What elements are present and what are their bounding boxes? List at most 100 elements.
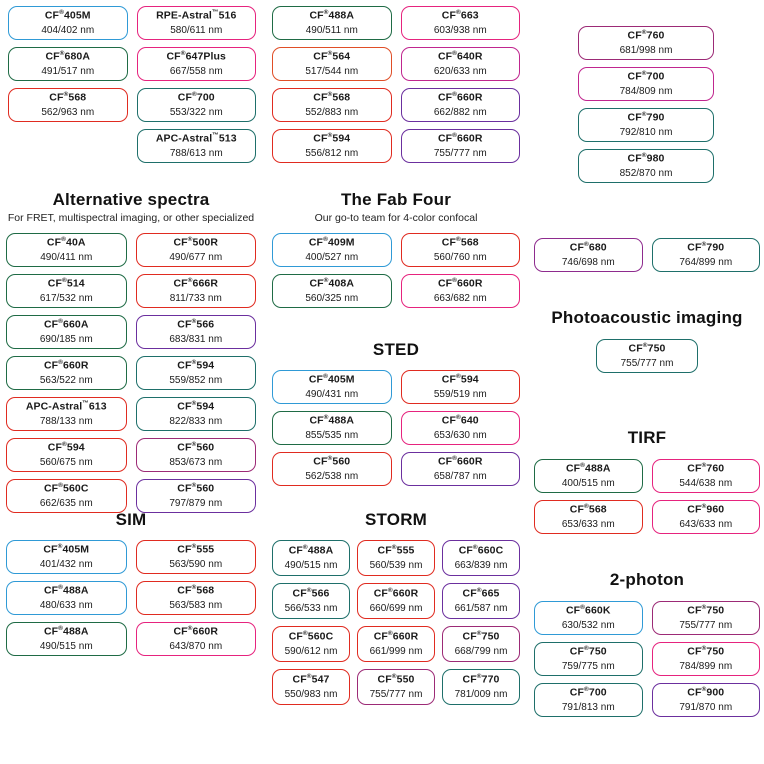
dye-wavelengths: 855/535 nm: [305, 429, 359, 441]
dye-name: CF®550: [377, 673, 415, 686]
dye-name: CF®660R: [437, 132, 483, 145]
dye-name: CF®680A: [45, 50, 91, 63]
dye-wavelengths: 563/522 nm: [39, 374, 93, 386]
dye-name: CF®488A: [288, 544, 334, 557]
dye-pill[interactable]: CF®488A 490/515 nm: [272, 540, 350, 576]
dye-name: CF®488A: [43, 584, 89, 597]
dye-name: CF®488A: [309, 414, 355, 427]
dye-name: CF®560: [177, 441, 215, 454]
dye-wavelengths: 550/983 nm: [284, 688, 338, 700]
dye-pill[interactable]: CF®488A 855/535 nm: [272, 411, 392, 445]
dye-pill[interactable]: CF®560 853/673 nm: [135, 438, 256, 472]
dye-wavelengths: 490/515 nm: [284, 559, 338, 571]
dye-wavelengths: 401/432 nm: [39, 558, 93, 570]
section-title: 2-photon: [609, 570, 685, 589]
dye-wavelengths: 603/938 nm: [433, 24, 487, 36]
dye-name: APC-Astral™613: [25, 400, 107, 413]
dye-wavelengths: 563/590 nm: [169, 558, 223, 570]
dye-wavelengths: 653/630 nm: [433, 429, 487, 441]
dye-name: CF®665: [462, 587, 500, 600]
dye-wavelengths: 853/673 nm: [169, 456, 223, 468]
dye-name: CF®560: [313, 455, 351, 468]
section-title: The Fab Four: [340, 190, 452, 209]
dye-name: APC-Astral™513: [155, 132, 237, 145]
dye-name: CF®500R: [173, 236, 219, 249]
dye-name: CF®760: [627, 29, 665, 42]
